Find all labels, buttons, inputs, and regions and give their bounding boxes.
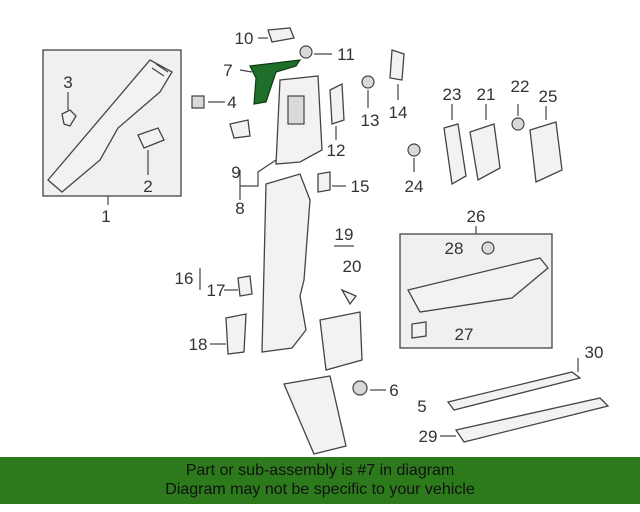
- callout-16: 16: [175, 269, 194, 288]
- part-13-screw[interactable]: [361, 75, 375, 89]
- a-pillar-trim[interactable]: [47, 59, 173, 193]
- callout-29: 29: [419, 427, 438, 446]
- banner-line-1: Part or sub-assembly is #7 in diagram: [185, 462, 455, 479]
- callout-15: 15: [351, 177, 370, 196]
- callout-1: 1: [101, 207, 110, 226]
- part-26-sill-trim[interactable]: [407, 257, 549, 313]
- part-12-trim[interactable]: [329, 82, 345, 125]
- part-2-clip[interactable]: [137, 127, 165, 149]
- callout-12: 12: [327, 141, 346, 160]
- part-14-clip[interactable]: [389, 49, 405, 81]
- part-5-speaker-grille[interactable]: [283, 375, 347, 455]
- part-29-sill-plate[interactable]: [454, 397, 610, 443]
- part-30-strip[interactable]: [446, 371, 582, 411]
- callout-19: 19: [335, 225, 354, 244]
- part-1-group: [42, 49, 182, 205]
- part-4-fastener[interactable]: [191, 95, 205, 109]
- callout-28: 28: [445, 239, 464, 258]
- callout-23: 23: [443, 85, 462, 104]
- callout-26: 26: [467, 207, 486, 226]
- callout-3: 3: [63, 73, 72, 92]
- callout-2: 2: [143, 177, 152, 196]
- parts-diagram: 1 2 3 4 5 6 7 8 9 10 11 12 13 14 15 16 1…: [42, 27, 610, 455]
- part-25-handle[interactable]: [529, 121, 563, 183]
- callout-25: 25: [539, 87, 558, 106]
- callout-13: 13: [361, 111, 380, 130]
- callout-17: 17: [207, 281, 226, 300]
- callout-27: 27: [455, 325, 474, 344]
- callout-7: 7: [223, 61, 232, 80]
- callout-9: 9: [231, 163, 240, 182]
- part-17-clip[interactable]: [237, 275, 253, 297]
- callout-21: 21: [477, 85, 496, 104]
- callout-20: 20: [343, 257, 362, 276]
- part-21-handle[interactable]: [469, 123, 501, 182]
- callout-30: 30: [585, 343, 604, 362]
- part-9-clip[interactable]: [229, 119, 251, 139]
- callout-11: 11: [337, 45, 355, 64]
- callout-4: 4: [227, 93, 236, 112]
- callout-5: 5: [417, 397, 426, 416]
- part-20-clip[interactable]: [340, 288, 358, 306]
- callout-10: 10: [235, 29, 254, 48]
- part-6-nut[interactable]: [352, 380, 368, 396]
- part-23-strip[interactable]: [443, 123, 467, 186]
- part-11-screw[interactable]: [299, 45, 313, 59]
- banner-line-2: Diagram may not be specific to your vehi…: [165, 481, 475, 498]
- part-28-screw[interactable]: [481, 241, 495, 255]
- info-banner: Part or sub-assembly is #7 in diagram Di…: [0, 457, 640, 504]
- callout-6: 6: [389, 381, 398, 400]
- b-pillar-lower-trim[interactable]: [261, 173, 311, 353]
- callout-24: 24: [405, 177, 424, 196]
- part-27-clip[interactable]: [411, 321, 427, 339]
- callout-22: 22: [511, 77, 530, 96]
- part-15-clip[interactable]: [317, 171, 331, 193]
- part-18-panel[interactable]: [225, 313, 247, 355]
- part-26-group: [399, 226, 553, 349]
- part-24-screw[interactable]: [407, 143, 421, 157]
- callout-14: 14: [389, 103, 408, 122]
- part-19-cover[interactable]: [319, 311, 363, 371]
- part-10-bracket[interactable]: [267, 27, 295, 43]
- callout-8: 8: [235, 199, 244, 218]
- part-22-screw[interactable]: [511, 117, 525, 131]
- part-7-highlighted[interactable]: [249, 59, 302, 105]
- part-3-clip[interactable]: [61, 109, 77, 127]
- callout-18: 18: [189, 335, 208, 354]
